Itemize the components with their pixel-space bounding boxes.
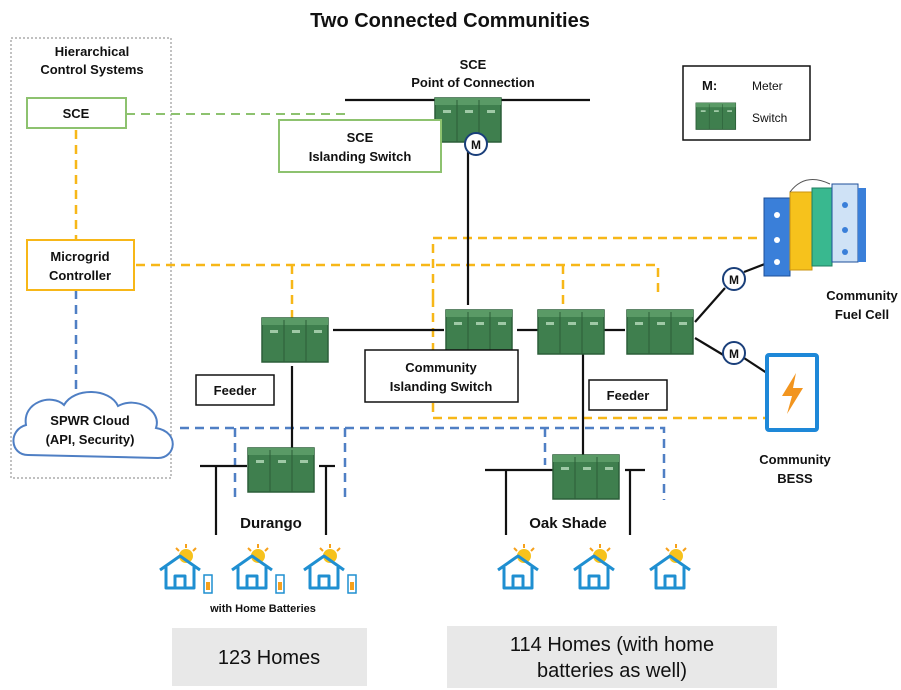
community-islanding-line1: Community	[405, 360, 477, 375]
microgrid-controller-line1: Microgrid	[50, 249, 109, 264]
community-islanding-switch-icon	[445, 309, 513, 355]
oak-shade-switch-icon	[552, 454, 620, 500]
house-icon	[496, 542, 540, 590]
house-icon	[572, 542, 616, 590]
oak-shade-homes	[496, 542, 692, 590]
fuel-cell-icon	[763, 179, 866, 277]
homes-right-note	[447, 626, 777, 688]
microgrid-controller-box	[26, 239, 135, 291]
sce-box	[26, 97, 127, 129]
poc-meter-icon	[464, 132, 488, 156]
feeder-left-label: Feeder	[214, 383, 257, 398]
fuel-cell-line1: Community	[826, 288, 898, 303]
poc-line1: SCE	[460, 57, 487, 72]
right-switch-1-icon	[537, 309, 605, 355]
control-systems-frame	[10, 37, 172, 479]
feeder-left-box	[195, 374, 275, 406]
legend-meter-key: M:	[702, 78, 717, 93]
bess-meter-icon	[722, 341, 746, 365]
power-lines	[200, 98, 771, 535]
sce-label: SCE	[63, 106, 90, 121]
house-icon	[648, 542, 692, 590]
house-icon	[302, 542, 346, 590]
oak-shade-label: Oak Shade	[529, 515, 607, 532]
community-islanding-switch-box	[364, 349, 519, 403]
bess-line2: BESS	[777, 471, 813, 486]
fuel-cell-meter-label: M	[729, 273, 739, 287]
left-feeder-switch-icon	[261, 317, 329, 363]
sce-islanding-switch-box	[278, 119, 442, 173]
sce-islanding-line2: Islanding Switch	[309, 149, 412, 164]
microgrid-controller-line2: Controller	[49, 268, 111, 283]
home-batteries-label: with Home Batteries	[209, 603, 316, 615]
homes-right-text-line2: batteries as well)	[537, 660, 687, 682]
homes-left-note	[172, 628, 367, 686]
community-islanding-line2: Islanding Switch	[390, 379, 493, 394]
bess-meter-label: M	[729, 347, 739, 361]
right-switch-2-icon	[626, 309, 694, 355]
feeder-right-box	[588, 379, 668, 411]
spwr-cloud-line1: SPWR Cloud	[50, 413, 129, 428]
poc-meter-label: M	[471, 138, 481, 152]
house-icon	[158, 542, 202, 590]
spwr-cloud: SPWR Cloud (API, Security)	[12, 391, 174, 460]
legend-meter-label: Meter	[752, 79, 783, 93]
house-icon	[230, 542, 274, 590]
bess-battery-icon	[765, 353, 819, 432]
durango-switch-icon	[247, 447, 315, 493]
control-systems-heading-line1: Hierarchical	[55, 44, 129, 59]
legend-switch-label: Switch	[752, 111, 787, 125]
microgrid-control-network	[136, 236, 765, 420]
control-systems-heading-line2: Control Systems	[40, 62, 143, 77]
homes-left-text: 123 Homes	[218, 647, 320, 669]
durango-label: Durango	[240, 515, 302, 532]
fuel-cell-line2: Fuel Cell	[835, 307, 889, 322]
fuel-cell-meter-icon	[722, 267, 746, 291]
spwr-cloud-line2: (API, Security)	[46, 432, 135, 447]
bess-line1: Community	[759, 452, 831, 467]
diagram-title: Two Connected Communities	[310, 10, 590, 32]
legend-switch-icon	[695, 102, 737, 130]
sce-islanding-line1: SCE	[347, 130, 374, 145]
cloud-communication-network	[180, 426, 666, 500]
feeder-right-label: Feeder	[607, 388, 650, 403]
poc-line2: Point of Connection	[411, 75, 535, 90]
homes-right-text-line1: 114 Homes (with home	[510, 634, 714, 656]
durango-homes	[158, 542, 357, 594]
